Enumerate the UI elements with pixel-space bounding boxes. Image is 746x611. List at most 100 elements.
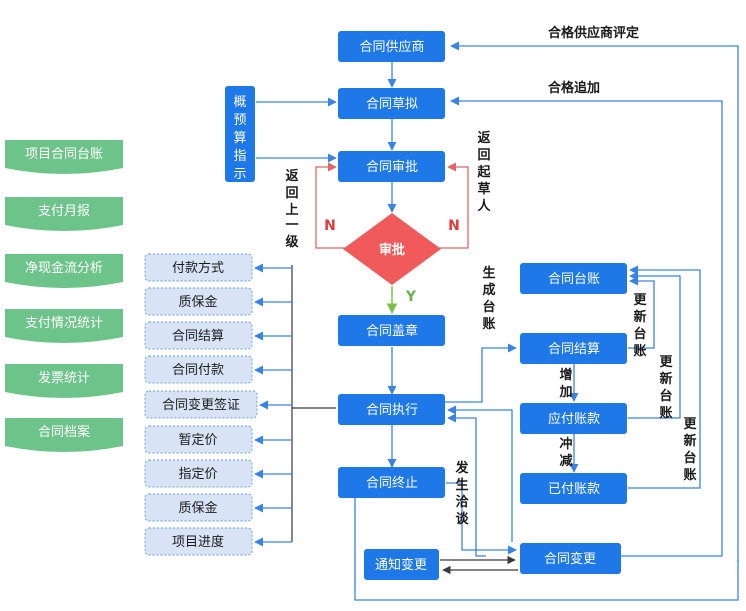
side-tab-label: 支付情况统计 bbox=[25, 316, 103, 331]
budget-char: 概 bbox=[233, 95, 246, 110]
node-payable[interactable]: 应付账款 bbox=[520, 403, 627, 434]
exec-item[interactable]: 合同结算 bbox=[144, 321, 253, 350]
node-label: 合同盖章 bbox=[366, 323, 418, 339]
node-label: 合同供应商 bbox=[359, 39, 424, 55]
node-label: 合同台账 bbox=[548, 272, 600, 287]
label-char: 发 bbox=[454, 460, 469, 476]
side-tab[interactable]: 发票统计 bbox=[5, 364, 123, 398]
label-update-ledger-3: 更 新 台 账 bbox=[683, 417, 697, 483]
side-tab-label: 发票统计 bbox=[38, 370, 90, 386]
label-char: 一 bbox=[285, 218, 298, 233]
budget-char: 示 bbox=[233, 167, 246, 182]
label-increase: 增 加 bbox=[558, 367, 572, 400]
label-offset: 冲 减 bbox=[559, 436, 572, 469]
label-char: 加 bbox=[558, 385, 572, 400]
label-char: 草 bbox=[477, 181, 490, 197]
exec-item-label: 暂定价 bbox=[178, 433, 217, 448]
side-tab-label: 合同档案 bbox=[38, 425, 90, 440]
node-label: 通知变更 bbox=[375, 557, 427, 573]
label-update-ledger-2: 更 新 台 账 bbox=[659, 355, 673, 421]
label-char: 更 bbox=[683, 417, 697, 432]
node-paid[interactable]: 已付账款 bbox=[520, 473, 627, 504]
side-tab[interactable]: 支付月报 bbox=[5, 197, 123, 231]
label-char: 回 bbox=[477, 148, 490, 163]
label-char: 上 bbox=[285, 203, 298, 218]
label-char: 回 bbox=[285, 186, 298, 201]
node-change[interactable]: 合同变更 bbox=[520, 543, 621, 574]
node-approval[interactable]: 合同审批 bbox=[338, 151, 445, 182]
exec-item[interactable]: 付款方式 bbox=[144, 253, 253, 282]
label-char: 返 bbox=[477, 131, 490, 146]
exec-item[interactable]: 合同变更签证 bbox=[144, 390, 258, 419]
label-yes: Y bbox=[405, 289, 417, 305]
budget-box[interactable]: 概 预 算 指 示 bbox=[225, 86, 255, 182]
node-label: 合同草拟 bbox=[366, 97, 418, 112]
label-char: 增 bbox=[559, 367, 572, 383]
label-char: 生 bbox=[455, 477, 468, 493]
side-tab[interactable]: 支付情况统计 bbox=[5, 309, 123, 343]
node-seal[interactable]: 合同盖章 bbox=[338, 315, 445, 346]
label-char: 洽 bbox=[455, 494, 469, 510]
node-settle[interactable]: 合同结算 bbox=[520, 333, 627, 364]
label-char: 账 bbox=[482, 317, 495, 332]
exec-item-label: 付款方式 bbox=[172, 260, 224, 276]
node-label: 合同终止 bbox=[366, 475, 418, 491]
label-char: 谈 bbox=[455, 511, 469, 527]
edge-labels: 合格供应商评定 合格追加 返 回 起 草 人 返 回 上 一 级 N N Y 生… bbox=[285, 25, 697, 527]
label-char: 返 bbox=[285, 169, 298, 184]
node-supplier[interactable]: 合同供应商 bbox=[338, 31, 445, 62]
node-terminate[interactable]: 合同终止 bbox=[338, 467, 445, 498]
side-tab[interactable]: 净现金流分析 bbox=[5, 254, 123, 288]
label-return-prev: 返 回 上 一 级 bbox=[285, 169, 299, 250]
label-char: 台 bbox=[633, 326, 646, 342]
exec-items: 付款方式 质保金 合同结算 合同付款 合同变更签证 暂定价 指定价 质保金 bbox=[144, 253, 258, 556]
node-label: 合同审批 bbox=[366, 160, 418, 175]
side-tabs: 项目合同台账 支付月报 净现金流分析 支付情况统计 发票统计 合同档案 bbox=[5, 140, 123, 452]
label-char: 人 bbox=[477, 198, 491, 214]
node-execute[interactable]: 合同执行 bbox=[338, 394, 445, 425]
side-tab[interactable]: 合同档案 bbox=[5, 418, 123, 452]
node-ledger[interactable]: 合同台账 bbox=[520, 263, 627, 294]
label-char: 成 bbox=[482, 282, 495, 298]
node-decision[interactable]: 审批 bbox=[343, 213, 441, 285]
node-label: 已付账款 bbox=[548, 482, 600, 497]
side-tab-label: 项目合同台账 bbox=[25, 147, 103, 162]
exec-item-label: 合同结算 bbox=[172, 329, 224, 344]
label-n-right: N bbox=[448, 218, 460, 234]
exec-item-label: 合同变更签证 bbox=[162, 397, 240, 413]
label-char: 冲 bbox=[559, 436, 572, 452]
exec-item[interactable]: 指定价 bbox=[144, 459, 253, 488]
exec-item[interactable]: 质保金 bbox=[144, 287, 253, 316]
side-tab-label: 支付月报 bbox=[38, 204, 90, 219]
exec-item[interactable]: 质保金 bbox=[144, 493, 253, 522]
label-char: 台 bbox=[683, 450, 696, 466]
exec-item[interactable]: 暂定价 bbox=[144, 425, 253, 454]
label-char: 台 bbox=[482, 299, 495, 315]
node-label: 合同执行 bbox=[366, 403, 418, 418]
label-char: 减 bbox=[559, 453, 572, 469]
main-nodes: 合同供应商 合同草拟 合同审批 审批 合同盖章 合同执行 合同终止 合同台账 bbox=[338, 31, 627, 580]
label-char: 账 bbox=[683, 468, 696, 483]
label-char: 起 bbox=[476, 164, 491, 180]
exec-item[interactable]: 项目进度 bbox=[144, 527, 253, 556]
node-label: 应付账款 bbox=[548, 411, 600, 427]
budget-char: 算 bbox=[233, 131, 246, 146]
label-qualified-add: 合格追加 bbox=[548, 80, 600, 96]
label-char: 新 bbox=[659, 371, 672, 387]
label-n-left: N bbox=[324, 218, 336, 234]
side-tab[interactable]: 项目合同台账 bbox=[5, 140, 123, 174]
exec-item-label: 项目进度 bbox=[172, 534, 224, 550]
node-draft[interactable]: 合同草拟 bbox=[338, 88, 445, 119]
node-label: 合同结算 bbox=[548, 342, 600, 357]
exec-item-label: 合同付款 bbox=[172, 363, 224, 378]
exec-item-label: 质保金 bbox=[178, 294, 217, 310]
budget-char: 指 bbox=[233, 149, 246, 164]
node-notify[interactable]: 通知变更 bbox=[364, 549, 439, 580]
connectors bbox=[254, 41, 739, 601]
label-gen-ledger: 生 成 台 账 bbox=[482, 265, 495, 332]
side-tab-label: 净现金流分析 bbox=[25, 260, 103, 276]
label-char: 生 bbox=[482, 265, 495, 281]
label-char: 新 bbox=[633, 309, 646, 325]
exec-item[interactable]: 合同付款 bbox=[144, 355, 253, 384]
